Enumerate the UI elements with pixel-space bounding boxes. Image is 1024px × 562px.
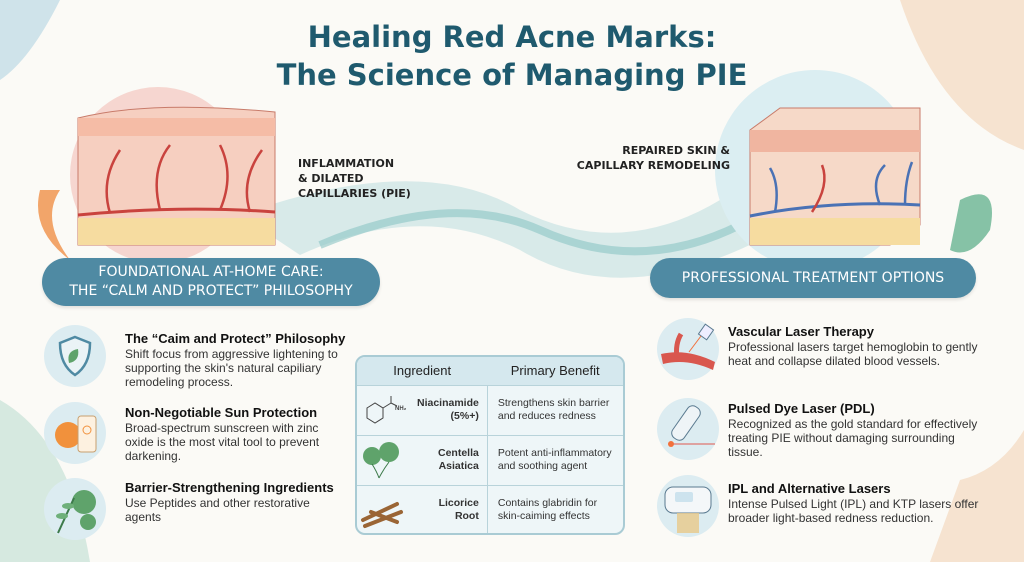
benefit-text: and soothing agent bbox=[497, 460, 588, 472]
niacinamide-molecule-icon: NH₂ bbox=[366, 396, 407, 424]
centella-leaf-icon bbox=[363, 442, 399, 479]
label-line: CAPILLARIES (PIE) bbox=[298, 187, 411, 200]
plant-leaves-icon bbox=[44, 478, 106, 540]
item-title: Pulsed Dye Laser (PDL) bbox=[728, 401, 875, 416]
ingredient-cell: NH₂ Niacinamide(5%+) bbox=[357, 384, 488, 435]
item-body: Intense Pulsed Light (IPL) and KTP laser… bbox=[728, 497, 979, 525]
ipl-device-icon bbox=[657, 475, 719, 537]
header-line: THE “CALM AND PROTECT” PHILOSOPHY bbox=[69, 283, 353, 299]
sun-sunscreen-icon bbox=[44, 402, 106, 464]
item-body: Professional lasers target hemoglobin to… bbox=[728, 340, 978, 368]
item-body: Use Peptides and other restorative agent… bbox=[125, 496, 310, 524]
title-line-1: Healing Red Acne Marks: bbox=[307, 20, 717, 54]
benefit-text: and reduces redness bbox=[497, 410, 596, 422]
label-line: & DILATED bbox=[298, 172, 364, 185]
inflamed-skin-label: INFLAMMATION & DILATED CAPILLARIES (PIE) bbox=[298, 156, 411, 201]
title-line-2: The Science of Managing PIE bbox=[276, 58, 748, 92]
item-title: IPL and Alternative Lasers bbox=[728, 481, 891, 496]
benefit-text: Potent anti-inflammatory bbox=[497, 447, 612, 459]
header-line: FOUNDATIONAL AT-HOME CARE: bbox=[98, 264, 324, 280]
item-body: Shift focus from aggressive lightening t… bbox=[125, 347, 338, 389]
ingredient-name: Centella bbox=[438, 447, 479, 459]
vessel-laser-icon bbox=[657, 318, 719, 380]
item-body: Broad-spectrum sunscreen with zinc oxide… bbox=[125, 421, 320, 463]
item-title: Non-Negotiable Sun Protection bbox=[125, 405, 318, 420]
item-title: Vascular Laser Therapy bbox=[728, 324, 874, 339]
repaired-skin-label: REPAIRED SKIN & CAPILLARY REMODELING bbox=[560, 143, 730, 173]
list-item: Pulsed Dye Laser (PDL)Recognized as the … bbox=[728, 401, 988, 459]
label-line: CAPILLARY REMODELING bbox=[576, 159, 730, 172]
professional-treatment-header: PROFESSIONAL TREATMENT OPTIONS bbox=[650, 258, 976, 298]
benefit-text: Strengthens skin barrier bbox=[497, 397, 610, 409]
at-home-care-header: FOUNDATIONAL AT-HOME CARE: THE “CALM AND… bbox=[42, 258, 380, 306]
item-title: The “Caim and Protect” Philosophy bbox=[125, 331, 346, 346]
label-line: INFLAMMATION bbox=[298, 157, 395, 170]
ingredient-name: Root bbox=[454, 510, 479, 523]
label-line: REPAIRED SKIN & bbox=[622, 144, 730, 157]
ingredient-name: (5%+) bbox=[450, 410, 479, 422]
svg-text:NH₂: NH₂ bbox=[395, 406, 407, 412]
column-header: Ingredient bbox=[357, 357, 488, 385]
benefit-text: skin-caiming effects bbox=[497, 510, 590, 523]
page-title: Healing Red Acne Marks: The Science of M… bbox=[0, 18, 1024, 94]
item-title: Barrier-Strengthening Ingredients bbox=[125, 480, 334, 495]
ingredient-name: Licorice bbox=[438, 497, 479, 510]
benefit-text: Contains glabridin for bbox=[497, 497, 598, 510]
licorice-root-icon bbox=[361, 502, 403, 529]
ingredient-name: Niacinamide bbox=[417, 397, 479, 409]
table-row: NH₂ Niacinamide(5%+) Strengthens skin bar… bbox=[357, 384, 623, 435]
item-body: Recognized as the gold standard for effe… bbox=[728, 417, 978, 459]
shield-leaf-icon bbox=[44, 325, 106, 387]
ingredient-name: Asiatica bbox=[438, 460, 479, 472]
inflamed-skin-illustration bbox=[70, 87, 276, 263]
laser-pen-icon bbox=[657, 398, 719, 460]
healed-skin-illustration bbox=[715, 70, 921, 270]
header-line: PROFESSIONAL TREATMENT OPTIONS bbox=[681, 269, 945, 286]
column-header: Primary Benefit bbox=[487, 357, 623, 385]
